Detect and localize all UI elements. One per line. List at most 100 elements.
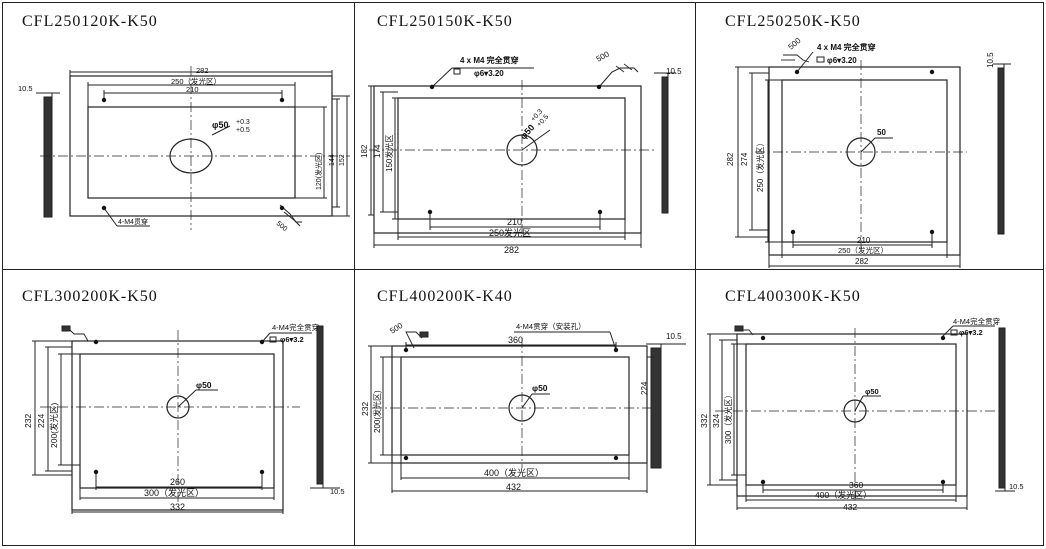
drawing-cfl300200: 4-M4完全贯穿 φ6▾3.2 232 224 200(发光区) φ50 260… [23, 322, 345, 514]
counterbore-note: φ6▾3.2 [959, 328, 983, 337]
emitting-area [745, 343, 957, 486]
panel-cfl250250: CFL250250K-K50 [695, 0, 1042, 268]
outer-frame [373, 85, 642, 234]
dim-outer-height: 232 [360, 402, 370, 416]
dim-thickness: 10.5 [1009, 482, 1024, 491]
dim-outer-height: 332 [699, 414, 709, 428]
dim-emit-height: 150发光区 [384, 135, 394, 172]
grid-divider [354, 3, 355, 545]
dim-mid-height: 144 [329, 154, 336, 166]
mount-note: 4-M4完全贯穿 [272, 322, 319, 332]
drawing-cfl250150: 4 x M4 完全贯穿 φ6▾3.20 500 10.5 182 174 150… [360, 49, 682, 255]
dim-emit-height: 300（发光区） [723, 391, 733, 444]
center-hole [843, 399, 867, 423]
dim-outer-height: 232 [23, 414, 33, 428]
dim-thickness: 10.5 [666, 332, 682, 341]
dim-hole-tol-lower: +0.5 [236, 127, 250, 134]
mount-note: 4-M4贯穿（安装孔） [516, 321, 586, 331]
panel-title: CFL400300K-K50 [725, 288, 861, 305]
mount-note: 4-M4完全贯穿 [953, 316, 1000, 326]
dim-mid-height: 224 [36, 414, 46, 428]
dim-outer-height: 182 [360, 144, 369, 158]
dim-hole-dia: φ50 [532, 383, 548, 393]
dim-emit-width: 250（发光区） [171, 76, 221, 86]
emitting-area [400, 356, 630, 456]
side-profile [661, 76, 669, 214]
outer-frame [69, 75, 333, 217]
dim-outer-width: 282 [196, 66, 209, 75]
panel-cfl400300: CFL400300K-K50 [695, 268, 1042, 547]
dim-hole-dia: φ50 [518, 122, 536, 141]
dim-emit-width: 250发光区 [489, 227, 531, 238]
outer-frame [71, 340, 284, 511]
dim-outer-width: 432 [843, 502, 857, 512]
dim-outer-height: 282 [726, 152, 735, 166]
side-profile [998, 327, 1006, 489]
emitting-area [79, 353, 275, 489]
outer-frame [391, 345, 648, 464]
dim-thickness: 10.5 [666, 67, 682, 76]
cable-length: 500 [595, 49, 611, 63]
dim-hole-tol-upper: +0.3 [236, 119, 250, 126]
grid-divider [695, 3, 696, 545]
dim-hole-spacing: 260 [170, 477, 185, 487]
center-hole [508, 394, 536, 422]
dim-mid-height: 174 [373, 144, 382, 158]
side-profile [997, 67, 1005, 235]
dim-emit-height: 200(发光区) [49, 402, 59, 448]
drawing-cfl250250: 500 4 x M4 完全贯穿 φ6▾3.20 10.5 282 274 250… [726, 36, 1011, 268]
dim-outer-width: 332 [170, 502, 185, 512]
dim-hole-spacing: 210 [507, 217, 522, 227]
dim-emit-width: 400（发光区） [484, 467, 544, 478]
center-hole [506, 134, 538, 166]
panel-title: CFL250150K-K50 [377, 13, 513, 30]
dim-outer-width: 282 [855, 257, 869, 266]
cable-length: 500 [388, 321, 405, 336]
mount-note: 4 x M4 完全贯穿 [460, 55, 519, 65]
panel-cfl400200: CFL400200K-K40 [354, 268, 695, 547]
dim-outer-width: 432 [506, 482, 521, 492]
dim-emit-width: 250（发光区） [838, 245, 888, 255]
outer-frame [736, 333, 968, 497]
dim-mid-height: 324 [711, 414, 721, 428]
dim-outer-height: 152 [339, 154, 346, 166]
panel-title: CFL250250K-K50 [725, 13, 861, 30]
center-hole [169, 138, 213, 174]
dim-hole-dia: 50 [877, 128, 886, 137]
dim-emit-width: 400（发光区） [815, 490, 872, 500]
mount-note: 4 x M4 完全贯穿 [817, 42, 876, 52]
emitting-area [87, 106, 296, 199]
drawing-cfl400200: 500 4-M4贯穿（安装孔） 10.5 360 232 200(发光区) φ5… [360, 321, 686, 493]
drawing-cfl250120: 282 250（发光区） 210 10.5 φ50 +0.3 +0.5 120(… [18, 66, 350, 233]
emitting-area [397, 97, 626, 220]
dim-hole-spacing: 360 [849, 480, 863, 490]
emitting-area [781, 79, 948, 243]
panel-cfl250150: CFL250150K-K50 [354, 0, 695, 268]
dim-emit-width: 300（发光区） [144, 487, 204, 498]
grid-divider [3, 269, 1043, 270]
dim-emit-height: 200(发光区) [372, 390, 382, 433]
side-profile [316, 325, 324, 485]
outer-frame [768, 66, 961, 256]
dim-mid-height: 224 [640, 381, 649, 395]
dim-emit-height: 120(发光区) [314, 153, 323, 190]
dim-thickness: 10.5 [18, 84, 33, 93]
dim-mid-height: 274 [740, 152, 749, 166]
counterbore-note: φ6▾3.2 [280, 335, 304, 344]
dim-hole-spacing: 210 [186, 85, 199, 94]
dim-hole-spacing: 210 [857, 236, 871, 245]
panel-title: CFL300200K-K50 [22, 288, 158, 305]
center-hole [166, 395, 190, 419]
mount-note: 4-M4贯穿 [118, 217, 148, 226]
center-hole [846, 137, 876, 167]
drawing-cfl400300: 4-M4完全贯穿 φ6▾3.2 332 324 300（发光区） φ50 360… [699, 316, 1024, 512]
cable-length: 500 [787, 36, 803, 52]
cable-length: 500 [275, 220, 289, 233]
panel-cfl300200: CFL300200K-K50 [0, 268, 354, 547]
panel-title: CFL250120K-K50 [22, 13, 158, 30]
counterbore-note: φ6▾3.20 [827, 56, 857, 65]
dim-emit-height: 250（发光区） [755, 139, 765, 192]
dim-hole-spacing: 360 [508, 335, 523, 345]
